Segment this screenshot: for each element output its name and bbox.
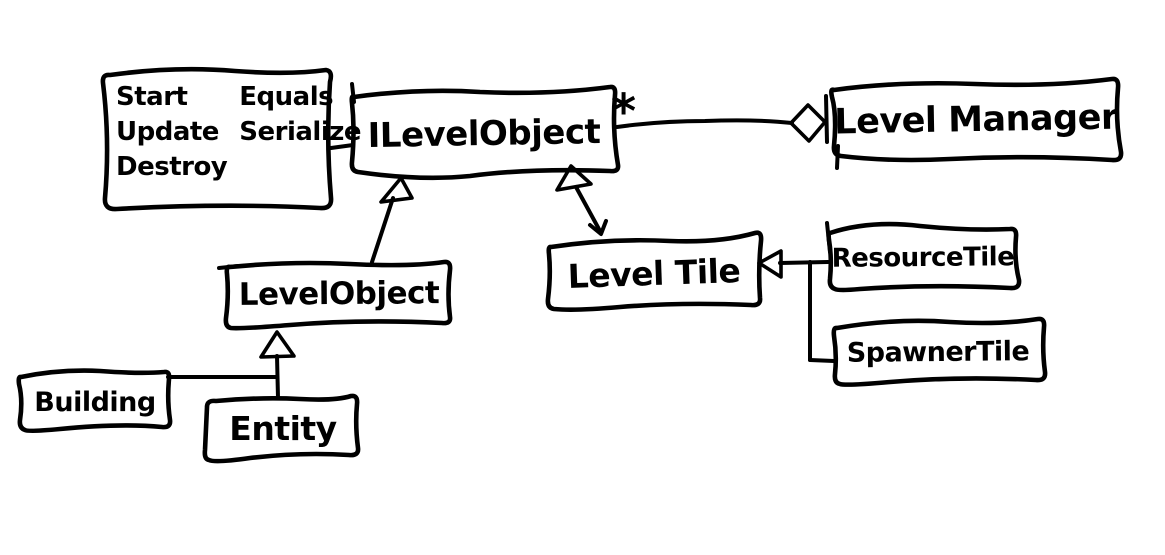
multiplicity-star: *	[611, 84, 637, 140]
leveltile-box	[545, 230, 764, 312]
resourcetile-box	[826, 221, 1022, 293]
entity-label: Entity	[229, 408, 337, 448]
resourcetile-label: ResourceTile	[831, 242, 1015, 274]
method-serialize: Serialize	[239, 117, 361, 147]
building-label: Building	[34, 386, 156, 418]
realization-leveltile-bottom-arrow	[588, 219, 608, 236]
ilevelobject-label: ILevelObject	[367, 111, 601, 157]
levelobject-box	[223, 259, 453, 331]
method-start: Start	[116, 82, 188, 112]
note-link-line	[329, 143, 355, 150]
levelmanager-box-overshoot	[824, 94, 840, 170]
leveltile-label: Level Tile	[567, 250, 741, 296]
method-update: Update	[116, 117, 219, 147]
realization-leveltile-arrowhead	[555, 164, 593, 192]
realization-levelobject-arrowhead	[379, 176, 414, 204]
note-box	[100, 66, 334, 212]
inheritance-levelobject-arrowhead	[259, 330, 296, 359]
ilevelobject-box-overshoot	[350, 82, 356, 104]
entity-box	[202, 393, 361, 464]
spawner-branch-line	[808, 358, 836, 363]
levelmanager-label: Level Manager	[834, 97, 1118, 143]
note-methods-text: Start Update Destroy Equals Serialize	[116, 80, 361, 185]
spawnertile-label: SpawnerTile	[846, 335, 1030, 369]
realization-leveltile-shaft	[574, 185, 602, 233]
aggregation-line	[615, 118, 794, 129]
ilevelobject-box	[349, 84, 621, 181]
levelobject-box-overshoot	[217, 264, 240, 270]
aggregation-diamond	[789, 103, 827, 143]
note-left-column: Start Update Destroy	[116, 80, 228, 185]
method-destroy: Destroy	[116, 152, 228, 182]
spawnertile-box	[831, 316, 1048, 387]
levelmanager-box	[829, 76, 1124, 163]
method-equals: Equals	[239, 82, 334, 112]
inheritance-leveltile-arrowhead	[757, 249, 783, 279]
realization-levelobject-shaft	[370, 196, 395, 264]
tile-children-h-line	[778, 260, 830, 265]
levelobject-label: LevelObject	[238, 275, 440, 313]
building-box	[16, 368, 173, 434]
note-right-column: Equals Serialize	[239, 80, 361, 185]
resourcetile-box-overshoot	[825, 221, 832, 254]
